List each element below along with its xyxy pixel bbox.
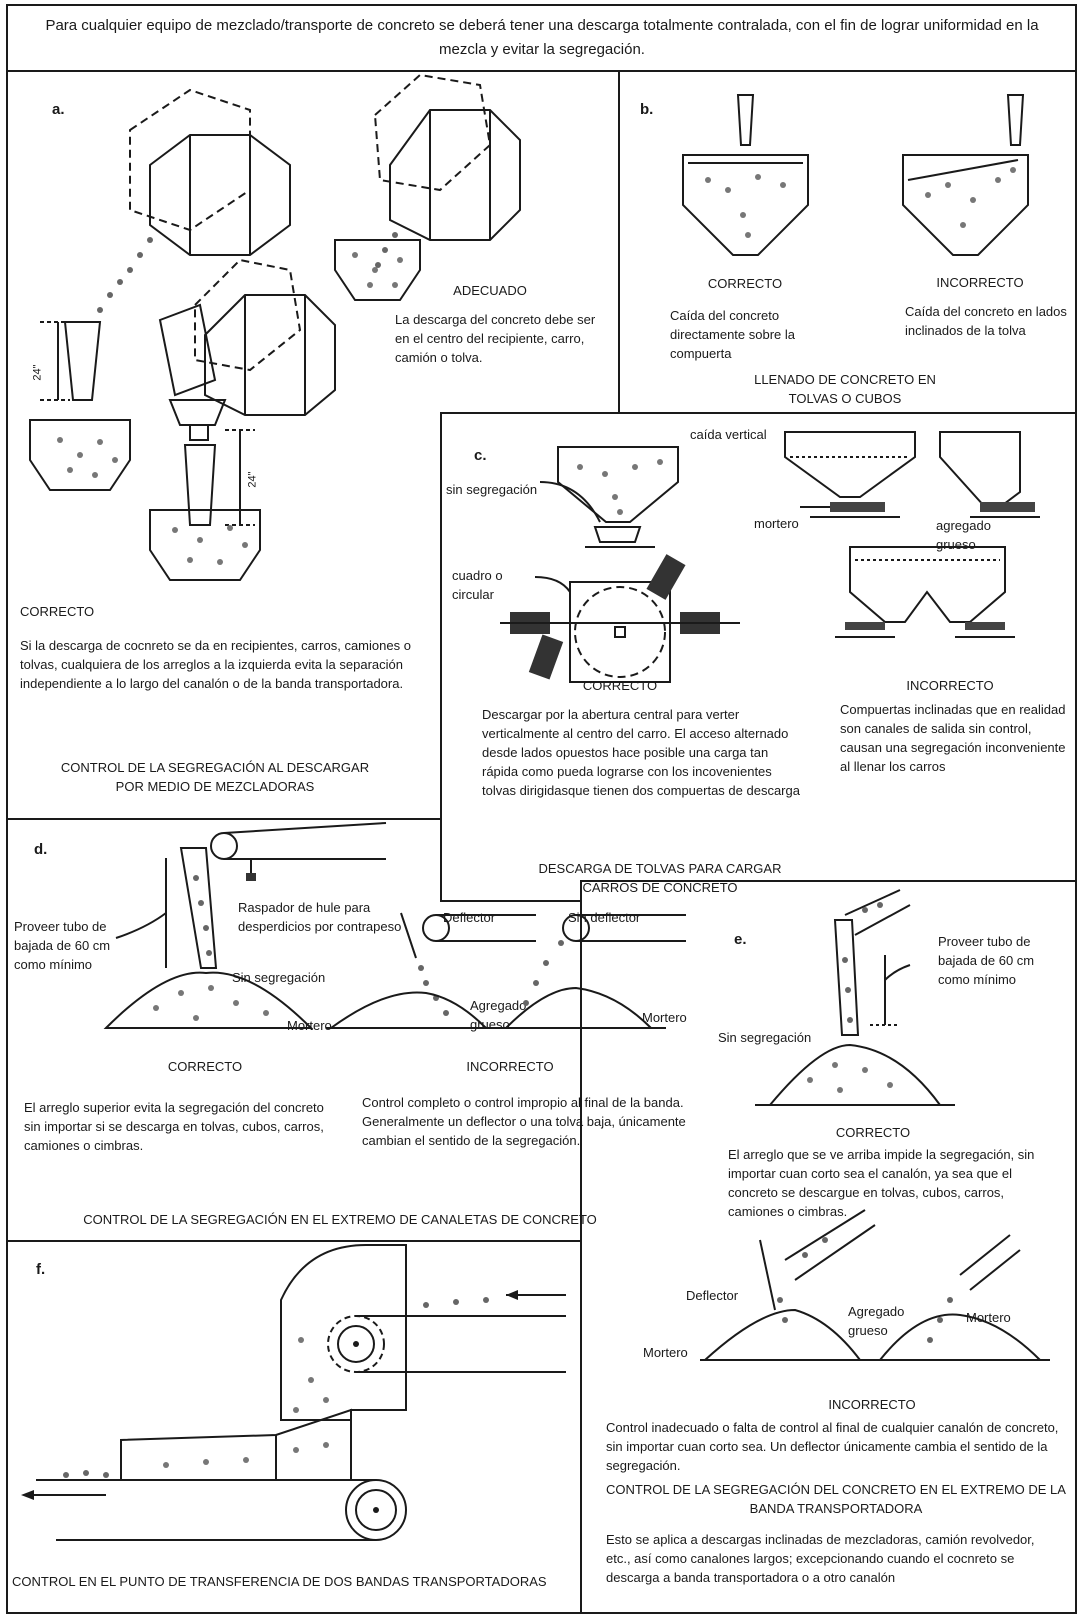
- panel-d-correcto-text: El arreglo superior evita la segregación…: [24, 1098, 324, 1155]
- panel-b-caption: LLENADO DE CONCRETO EN TOLVAS O CUBOS: [740, 370, 950, 408]
- dim-label-right: 24": [244, 471, 263, 487]
- panel-a-correcto-label: CORRECTO: [20, 602, 94, 621]
- panel-a-adecuado-label: ADECUADO: [420, 281, 560, 300]
- panel-c-incorrecto-label: INCORRECTO: [895, 676, 1005, 695]
- panel-e-correcto-text: El arreglo que se ve arriba impide la se…: [728, 1145, 1060, 1221]
- panel-e-incorrecto-text: Control inadecuado o falta de control al…: [606, 1418, 1066, 1475]
- panel-e-agregado-grueso: Agregado grueso: [848, 1302, 928, 1340]
- panel-e-deflector: Deflector: [686, 1286, 738, 1305]
- panel-b-incorrecto-label: INCORRECTO: [915, 273, 1045, 292]
- panel-c-correcto-label: CORRECTO: [570, 676, 670, 695]
- panel-b-incorrecto-text: Caída del concreto en lados inclinados d…: [905, 302, 1070, 340]
- panel-d-correcto-label: CORRECTO: [150, 1057, 260, 1076]
- panel-e-caption: CONTROL DE LA SEGREGACIÓN DEL CONCRETO E…: [606, 1480, 1066, 1518]
- panel-c-incorrecto-text: Compuertas inclinadas que en realidad so…: [840, 700, 1070, 776]
- panel-d-incorrecto-label: INCORRECTO: [455, 1057, 565, 1076]
- transfer-diagram-f: [6, 1240, 616, 1540]
- panel-f-caption: CONTROL EN EL PUNTO DE TRANSFERENCIA DE …: [12, 1572, 572, 1591]
- panel-a-correcto-text: Si la descarga de cocnreto se da en reci…: [20, 636, 420, 693]
- dim-label-left: 24": [29, 364, 48, 380]
- panel-a-adecuado-text: La descarga del concreto debe ser en el …: [395, 310, 605, 367]
- panel-e-incorrecto-label: INCORRECTO: [812, 1395, 932, 1414]
- panel-c-correcto-text: Descargar por la abertura central para v…: [482, 705, 802, 800]
- hopper-diagram-c: [440, 412, 1080, 712]
- panel-e-mortero-right: Mortero: [966, 1308, 1011, 1327]
- header-text: Para cualquier equipo de mezclado/transp…: [30, 14, 1054, 62]
- hopper-diagram-b: [618, 85, 1078, 285]
- mixer-drum-icon: [130, 90, 290, 255]
- panel-b-correcto-label: CORRECTO: [685, 274, 805, 293]
- panel-b-correcto-text: Caída del concreto directamente sobre la…: [670, 306, 840, 363]
- wheel-icon: [510, 554, 720, 679]
- panel-e-correcto-label: CORRECTO: [818, 1123, 928, 1142]
- panel-d-caption: CONTROL DE LA SEGREGACIÓN EN EL EXTREMO …: [40, 1210, 640, 1229]
- panel-a-caption: CONTROL DE LA SEGREGACIÓN AL DESCARGAR P…: [50, 758, 380, 796]
- panel-e-note: Esto se aplica a descargas inclinadas de…: [606, 1530, 1061, 1587]
- panel-e-mortero-left: Mortero: [643, 1343, 688, 1362]
